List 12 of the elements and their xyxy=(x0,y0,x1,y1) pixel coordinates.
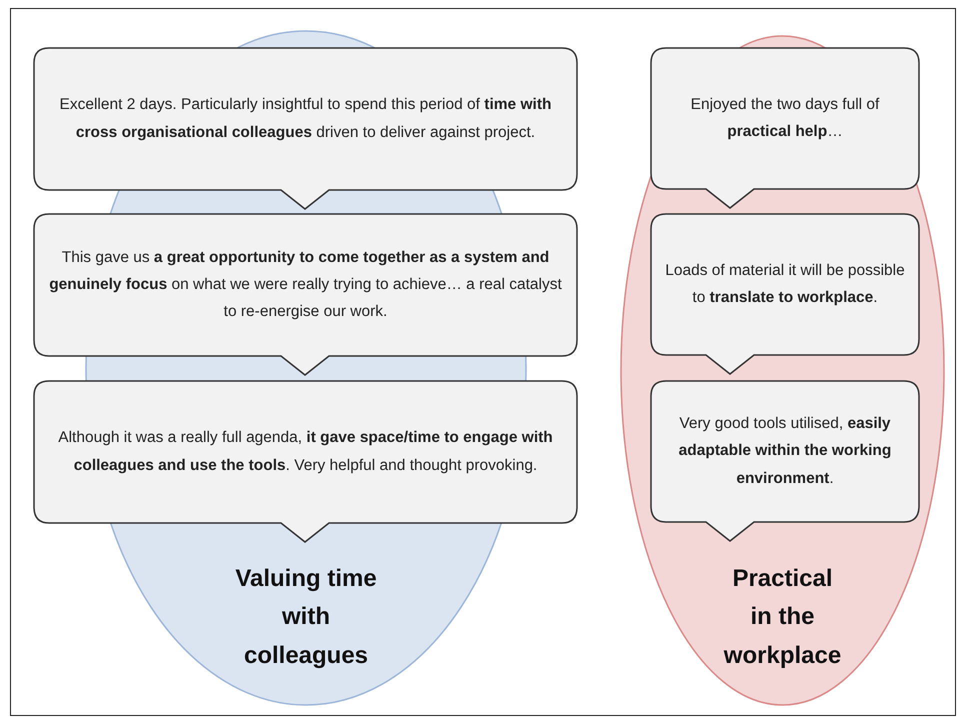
speech-bubble xyxy=(33,47,578,210)
theme-heading: Valuing time with colleagues xyxy=(234,564,378,671)
feedback-quote: Excellent 2 days. Particularly insightful to spend this period of time with cross organisational colleagues driven to deliver against project. xyxy=(58,95,552,142)
theme-ellipse xyxy=(620,35,945,706)
theme-heading: Practical in the workplace xyxy=(722,564,842,671)
feedback-quote: This gave us a great opportunity to come together as a system and genuinely focus on what we were really trying to achieve… a real catalyst to re-energise our work. xyxy=(48,248,563,322)
speech-bubble xyxy=(33,213,578,376)
feedback-quote: Loads of material it will be possible to translate to workplace. xyxy=(664,260,906,308)
speech-bubble xyxy=(33,380,578,543)
feedback-quote: Although it was a really full agenda, it gave space/time to engage with colleagues and use the tools. Very helpful and thought provoking. xyxy=(57,428,554,476)
feedback-quote: Very good tools utilised, easily adaptable within the working environment. xyxy=(678,414,892,489)
feedback-quote: Enjoyed the two days full of practical help… xyxy=(690,94,880,142)
